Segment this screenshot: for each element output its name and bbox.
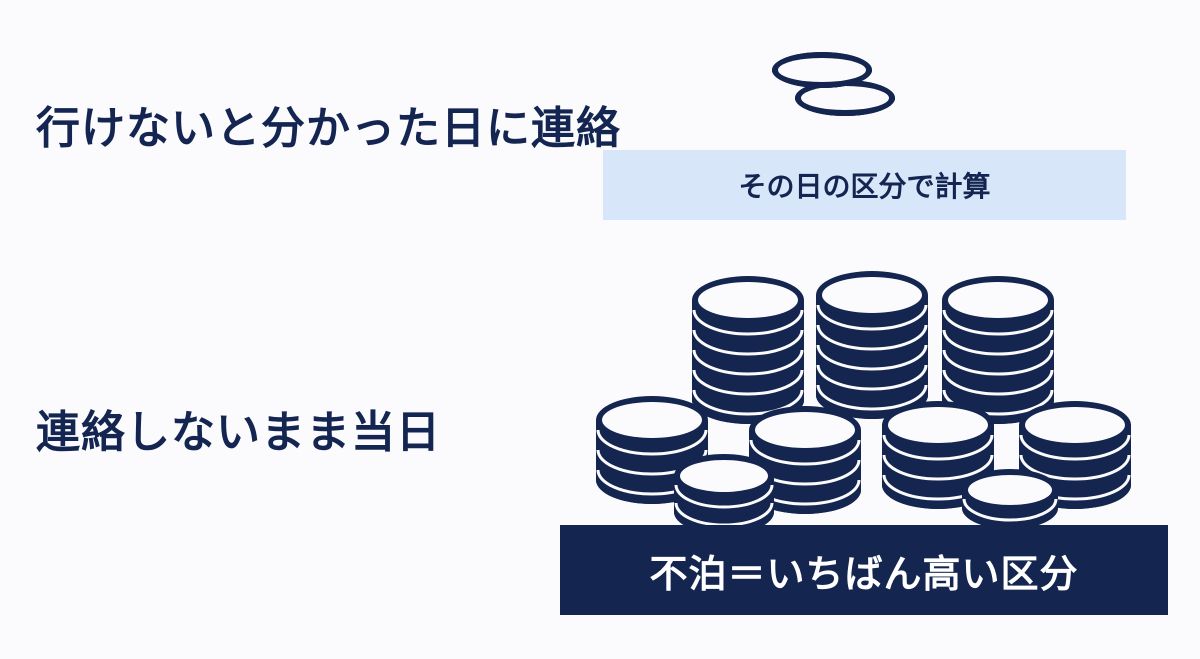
small-coin-front — [772, 52, 872, 88]
calc-by-day-category-label: その日の区分で計算 — [603, 150, 1126, 220]
heading-contact-on-day-known: 行けないと分かった日に連絡 — [36, 103, 621, 154]
coin-stack-1 — [692, 276, 804, 424]
coin-stack-2 — [816, 271, 928, 419]
coin-stack-3 — [942, 276, 1054, 424]
coin-stack-9 — [962, 469, 1058, 529]
coin-stack-7 — [749, 406, 861, 514]
coin-stack-6 — [1019, 401, 1131, 509]
coin-stacks-icon — [596, 271, 1131, 534]
heading-no-contact-same-day: 連絡しないまま当日 — [36, 407, 441, 458]
small-coins-icon — [772, 52, 895, 116]
coin-stack-8 — [674, 454, 774, 534]
small-coin-back — [795, 80, 895, 116]
no-stay-highest-category-label: 不泊＝いちばん高い区分 — [560, 525, 1168, 615]
